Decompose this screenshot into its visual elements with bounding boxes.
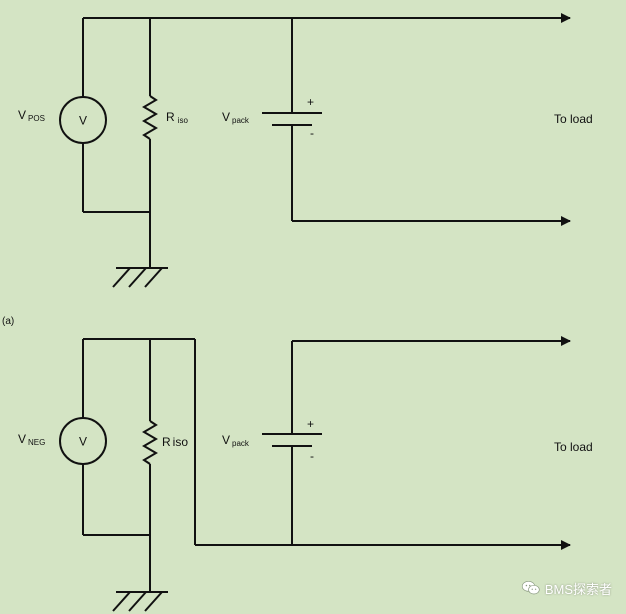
bottom-load-label: To load [554,440,593,454]
bottom-resistor-symbol [142,420,158,465]
top-battery-minus: - [310,126,314,140]
bottom-battery-plus: + [307,417,314,431]
bottom-voltmeter-letter: V [79,435,87,449]
top-resistor-symbol [142,95,158,140]
top-ground-symbol [112,267,168,288]
bottom-ground-symbol [112,591,168,612]
top-load-label: To load [554,112,593,126]
watermark-text: BMS探索者 [544,581,612,597]
watermark: BMS探索者 [521,578,612,598]
top-battery-plus: + [307,95,314,109]
chat-bubbles-icon [521,581,540,595]
top-voltmeter-letter: V [79,114,87,128]
panel-label: (a) [2,316,14,327]
bottom-battery-minus: - [310,449,314,463]
